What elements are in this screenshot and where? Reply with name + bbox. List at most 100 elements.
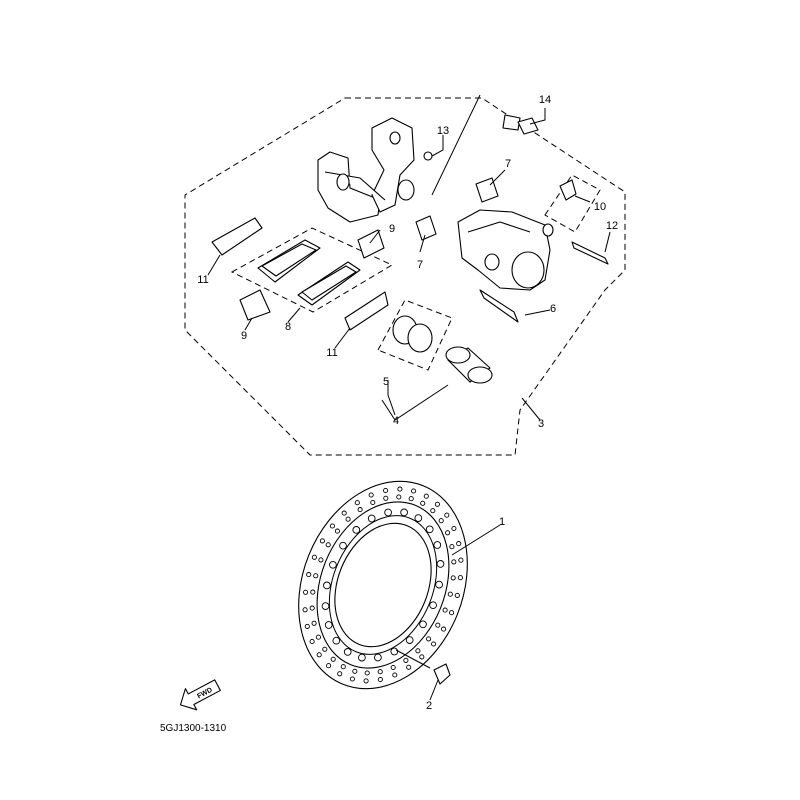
disc-drill-hole	[306, 572, 312, 578]
disc-drill-hole	[450, 575, 456, 581]
disc-drill-hole	[442, 607, 448, 613]
disc-drill-hole	[319, 538, 325, 544]
callout-11-right: 11	[326, 347, 337, 359]
callout-4: 4	[393, 415, 399, 427]
disc-drill-hole	[322, 646, 328, 652]
disc-drill-hole	[454, 592, 460, 598]
callout-14: 14	[539, 94, 551, 106]
disc-drill-hole	[354, 500, 360, 506]
disc-drill-hole	[457, 575, 463, 581]
disc-drill-hole	[364, 670, 370, 676]
seal-group-boundary	[377, 299, 453, 371]
disc-drill-hole	[390, 664, 396, 671]
disc-drill-hole	[377, 669, 383, 675]
disc-drill-hole	[435, 622, 441, 628]
disc-drill-hole	[303, 589, 309, 595]
disc-inner-hole	[367, 514, 376, 523]
disc-drill-hole	[458, 557, 464, 563]
brake-disc	[298, 480, 468, 690]
disc-drill-hole	[309, 605, 315, 611]
disc-inner-hole	[343, 648, 352, 656]
callout-2: 2	[426, 700, 432, 712]
disc-inner-hole	[384, 508, 392, 517]
disc-drill-hole	[456, 541, 462, 547]
disc-drill-hole	[383, 487, 389, 494]
disc-drill-hole	[377, 676, 383, 683]
callout-1: 1	[499, 516, 505, 528]
callout-7-upper: 7	[505, 158, 511, 170]
disc-inner-hole	[352, 526, 361, 534]
pad-group-boundary	[230, 227, 394, 313]
piston-seals	[392, 315, 433, 353]
disc-drill-hole	[426, 636, 432, 642]
disc-drill-hole	[318, 557, 324, 563]
disc-drill-hole	[329, 523, 335, 529]
disc-drill-hole	[438, 518, 444, 524]
disc-drill-hole	[431, 641, 437, 647]
disc-inner-hole	[414, 514, 423, 522]
disc-drill-hole	[370, 499, 376, 506]
disc-drill-hole	[326, 663, 332, 669]
disc-drill-hole	[345, 516, 351, 522]
pad-springs	[239, 229, 385, 321]
disc-drill-hole	[315, 634, 321, 640]
disc-drill-hole	[444, 512, 450, 518]
disc-drill-hole	[313, 573, 319, 579]
disc-drill-hole	[423, 493, 429, 499]
disc-inner-hole	[324, 621, 333, 629]
disc-inner-hole	[332, 636, 341, 645]
disc-drill-hole	[368, 492, 374, 498]
callout-10: 10	[594, 201, 606, 213]
disc-drill-hole	[309, 638, 315, 645]
disc-drill-hole	[363, 678, 369, 684]
disc-drill-hole	[449, 610, 455, 616]
disc-inner-hole	[323, 581, 331, 590]
brake-piston	[445, 346, 493, 384]
disc-drill-hole	[337, 671, 343, 677]
disc-inner-hole	[358, 653, 366, 662]
brake-pads	[257, 239, 361, 306]
callout-13: 13	[437, 125, 449, 137]
callout-9-lower: 9	[241, 330, 247, 342]
disc-inner-hole	[436, 560, 445, 568]
disc-drill-hole	[334, 528, 340, 534]
callout-7-lower: 7	[417, 259, 423, 271]
disc-drill-hole	[304, 623, 310, 629]
disc-drill-hole	[340, 664, 346, 670]
disc-drill-hole	[316, 652, 322, 658]
callout-6: 6	[550, 303, 556, 315]
disc-drill-hole	[451, 559, 457, 565]
disc-inner-hole	[390, 647, 399, 656]
disc-drill-hole	[415, 648, 421, 654]
caliper-body	[457, 209, 554, 291]
disc-drill-hole	[420, 500, 426, 506]
disc-inner-hole	[433, 541, 442, 549]
catalog-code: 5GJ1300-1310	[160, 723, 227, 734]
disc-drill-hole	[441, 626, 447, 632]
caliper-assembly-boundary	[184, 97, 626, 456]
disc-drill-hole	[447, 591, 453, 597]
disc-drill-hole	[349, 676, 355, 682]
disc-drill-hole	[403, 657, 409, 663]
pad-shims	[211, 217, 389, 331]
disc-drill-hole	[449, 544, 455, 550]
disc-drill-hole	[383, 495, 389, 501]
disc-drill-hole	[325, 542, 331, 548]
disc-drill-hole	[406, 664, 412, 670]
disc-inner-hole	[429, 601, 437, 610]
disc-inner-hole	[321, 602, 330, 610]
bolts	[423, 114, 609, 323]
disc-drill-hole	[411, 488, 417, 494]
leader-lines	[207, 94, 611, 701]
fwd-arrow-icon: FWD	[179, 679, 221, 711]
disc-drill-hole	[330, 656, 336, 662]
disc-drill-hole	[341, 510, 347, 516]
callout-3: 3	[538, 418, 544, 430]
callout-8: 8	[285, 321, 291, 333]
disc-drill-hole	[311, 554, 317, 560]
disc-drill-hole	[310, 589, 316, 595]
callout-12: 12	[606, 220, 618, 232]
callout-5: 5	[383, 376, 389, 388]
disc-drill-hole	[397, 486, 403, 492]
